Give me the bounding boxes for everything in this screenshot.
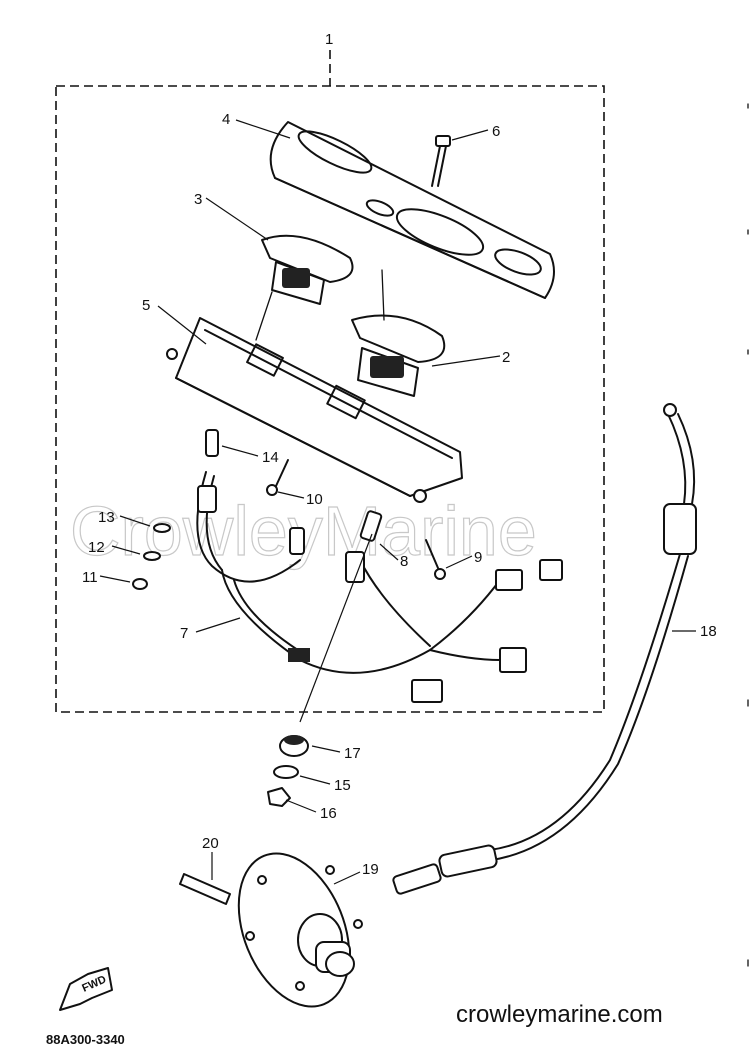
part-nut-11[interactable] [132, 578, 148, 590]
part-screw-10[interactable] [266, 459, 289, 496]
site-label[interactable]: crowleymarine.com [456, 1001, 663, 1028]
forward-arrow: FWD [59, 967, 113, 1011]
assembly-boundary [55, 50, 605, 713]
diagram-code: 88A300-3340 [46, 1032, 125, 1047]
callout-5: 5 [142, 297, 150, 314]
part-grommet-17[interactable] [279, 735, 309, 757]
callout-3: 3 [194, 191, 202, 208]
callout-2: 2 [502, 349, 510, 366]
callout-16: 16 [320, 805, 337, 822]
callout-15: 15 [334, 777, 351, 794]
part-socket-8[interactable] [359, 510, 383, 542]
callout-19: 19 [362, 861, 379, 878]
callout-13: 13 [98, 509, 115, 526]
part-drive-flange-19[interactable] [218, 837, 371, 1023]
part-washer-13[interactable] [153, 523, 171, 533]
part-gauge-3[interactable] [255, 234, 354, 341]
part-screw-6[interactable] [431, 135, 451, 187]
leader-lines [99, 119, 696, 885]
callout-18: 18 [700, 623, 717, 640]
part-socket-14[interactable] [205, 429, 219, 457]
callout-7: 7 [180, 625, 188, 642]
part-pin-20[interactable] [179, 873, 231, 905]
callout-6: 6 [492, 123, 500, 140]
callout-14: 14 [262, 449, 279, 466]
callout-8: 8 [400, 553, 408, 570]
part-washer-15[interactable] [273, 765, 299, 779]
callout-9: 9 [474, 549, 482, 566]
part-cover-lens[interactable] [269, 121, 555, 299]
part-screw-9[interactable] [425, 539, 446, 580]
callout-labels: 1 2 3 4 5 6 7 8 9 10 11 12 13 14 15 16 1… [82, 31, 717, 878]
callout-11: 11 [82, 569, 98, 586]
part-wire-harness-7[interactable] [196, 471, 563, 703]
callout-20: 20 [202, 835, 219, 852]
part-washer-12[interactable] [143, 551, 161, 561]
callout-12: 12 [88, 539, 105, 556]
callout-1: 1 [325, 31, 333, 48]
part-gauge-2[interactable] [351, 269, 446, 397]
callout-10: 10 [306, 491, 323, 508]
part-cable-18[interactable] [392, 403, 697, 895]
part-nut-16[interactable] [267, 787, 291, 807]
part-housing-5[interactable] [166, 317, 463, 503]
callout-4: 4 [222, 111, 230, 128]
callout-17: 17 [344, 745, 361, 762]
